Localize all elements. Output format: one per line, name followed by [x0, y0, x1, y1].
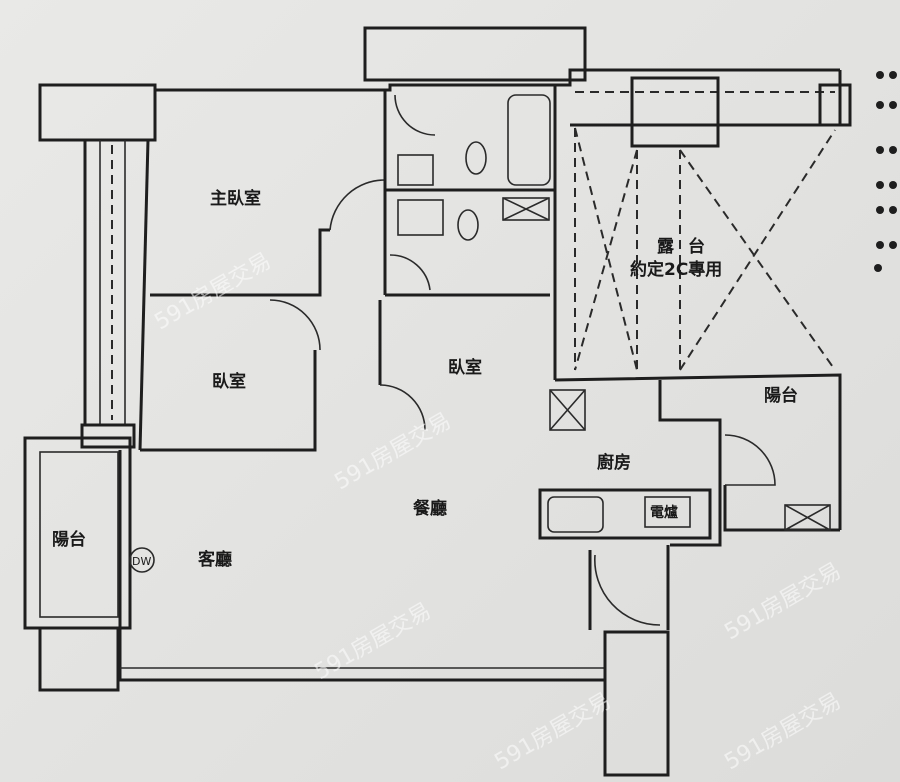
- shaft: [784, 504, 831, 531]
- balcony-wall: [723, 485, 840, 532]
- entry-box: [603, 630, 670, 777]
- living-wall: [118, 450, 605, 682]
- shaft-x: [549, 389, 586, 431]
- watermark: 591房屋交易: [151, 249, 276, 336]
- door-swing: [724, 434, 776, 486]
- door-swing: [379, 384, 426, 431]
- kitchen-sink: [547, 496, 604, 533]
- watermark: 591房屋交易: [311, 599, 436, 686]
- entry-door-swing: [594, 554, 661, 626]
- shaft-x: [502, 197, 550, 221]
- dot-pattern: [874, 71, 897, 272]
- label-stove: 電爐: [650, 504, 678, 521]
- balcony-inner: [39, 451, 119, 618]
- label-master-bedroom: 主臥室: [210, 188, 261, 209]
- kitchen-counter: [538, 488, 712, 540]
- balcony-top-left: [38, 83, 157, 142]
- door-swing: [269, 299, 321, 351]
- shaft: [502, 197, 550, 221]
- watermark: 591房屋交易: [721, 689, 846, 776]
- toilet: [465, 141, 487, 175]
- bathtub: [507, 94, 551, 186]
- kitchen-wall: [658, 380, 722, 547]
- label-balcony-left: 陽台: [52, 529, 86, 550]
- watermark: 591房屋交易: [491, 689, 616, 776]
- terrace-cross: [574, 127, 836, 371]
- toilet: [457, 209, 479, 241]
- label-balcony-right: 陽台: [764, 385, 798, 406]
- shaft: [549, 389, 586, 431]
- dw-symbol: [129, 547, 155, 573]
- watermarks: 591房屋交易 591房屋交易 591房屋交易 591房屋交易 591房屋交易 …: [151, 249, 846, 776]
- stove-box: [644, 496, 691, 528]
- watermark: 591房屋交易: [721, 559, 846, 646]
- watermark: 591房屋交易: [331, 409, 456, 496]
- top-protrusion: [363, 26, 587, 82]
- label-dining: 餐廳: [413, 498, 447, 519]
- bedroom-left-wall: [140, 350, 317, 452]
- sink: [397, 199, 444, 236]
- terrace-wall: [554, 373, 842, 530]
- label-bedroom-left: 臥室: [212, 371, 246, 392]
- column: [80, 423, 136, 449]
- terrace-column: [630, 76, 720, 148]
- label-terrace-note: 約定2C專用: [630, 259, 722, 280]
- master-bedroom-wall: [150, 228, 330, 297]
- terrace-post: [818, 83, 852, 127]
- label-dw: DW: [132, 555, 151, 568]
- box: [38, 626, 120, 692]
- sink: [397, 154, 434, 186]
- label-living: 客廳: [197, 549, 232, 570]
- label-bedroom-middle: 臥室: [448, 357, 482, 378]
- wall: [138, 139, 150, 451]
- label-kitchen: 廚房: [597, 452, 631, 473]
- label-terrace: 露台: [657, 236, 719, 257]
- door-swing: [329, 179, 386, 231]
- door-swing: [394, 94, 436, 136]
- shaft-x: [784, 504, 831, 531]
- door-swing: [389, 254, 431, 291]
